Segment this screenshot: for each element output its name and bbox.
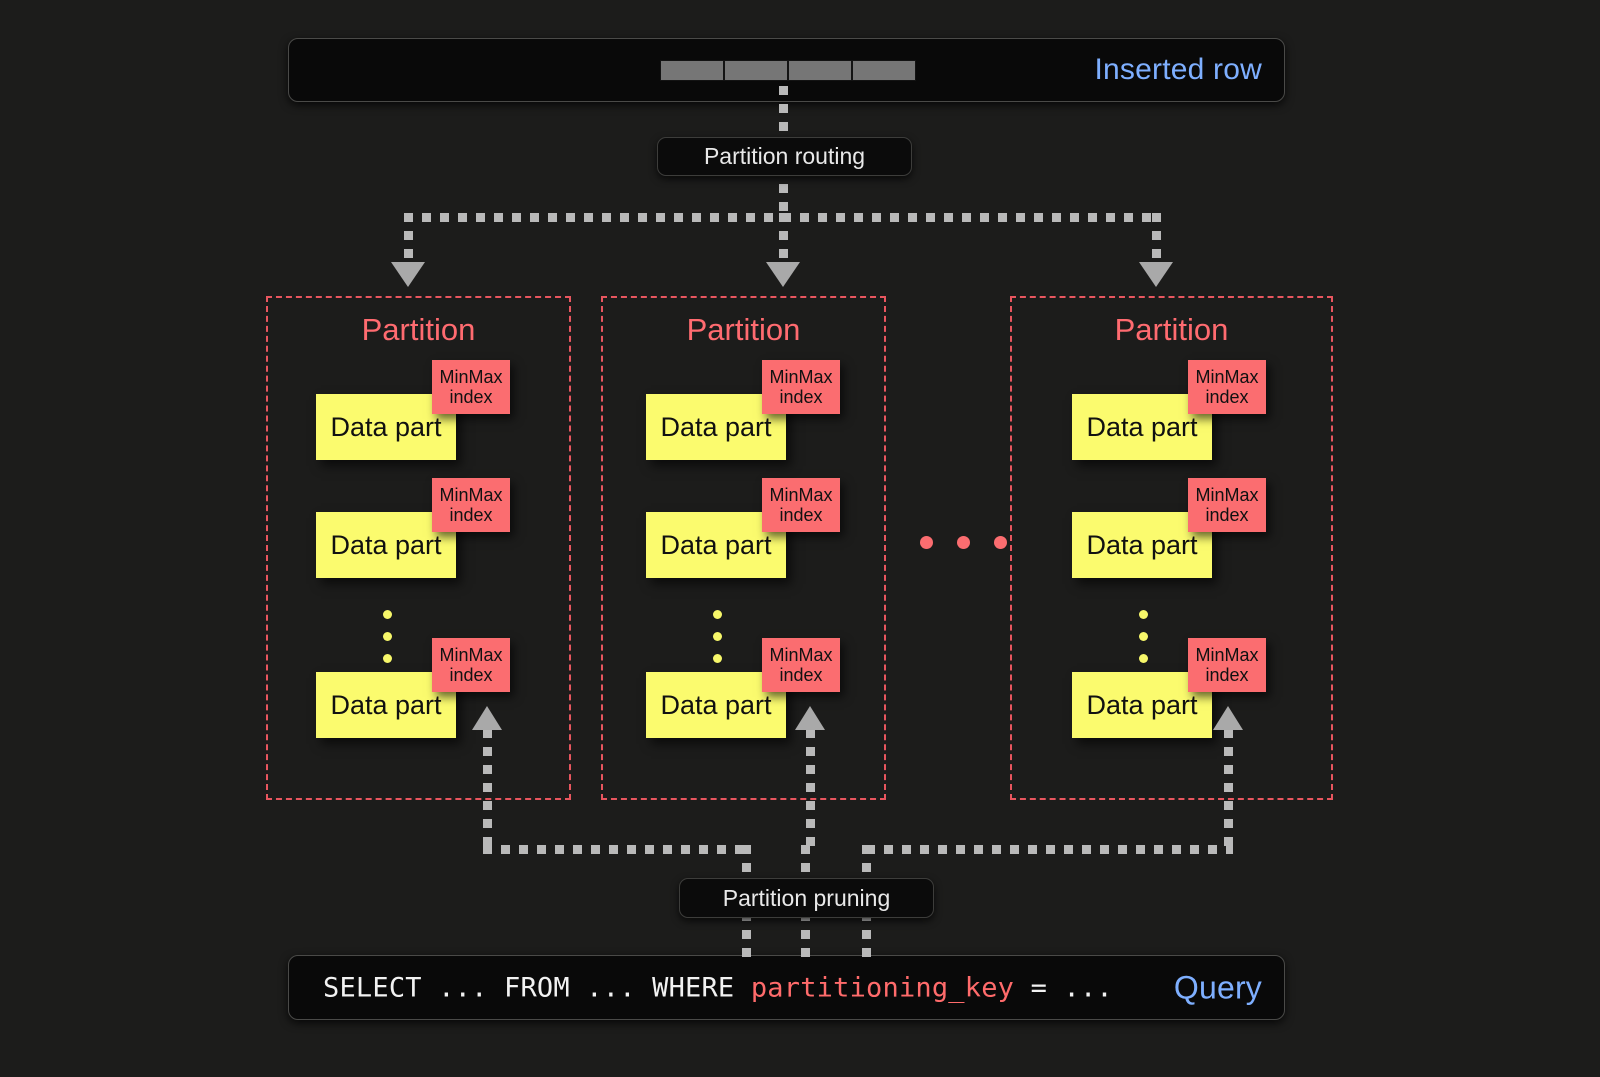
minmax-line-2: index [1205,665,1249,685]
ellipsis-dot [383,632,392,641]
minmax-line-1: MinMax [439,644,503,665]
minmax-line-2: index [779,665,823,685]
row-cell [660,60,724,81]
row-cell [788,60,852,81]
query-sql-text: SELECT ... FROM ... WHERE partitioning_k… [323,972,1113,1003]
connector-drop-partition-3 [1152,213,1161,265]
row-cell [852,60,916,81]
minmax-line-2: index [779,387,823,407]
inserted-row-label: Inserted row [1094,53,1262,86]
partition-routing-box[interactable]: Partition routing [657,137,912,176]
minmax-line-2: index [449,665,493,685]
query-keyword: partitioning_key [750,972,1015,1003]
ellipsis-dot [994,536,1007,549]
ellipsis-dot [713,632,722,641]
connector-pruning-drop-2 [801,845,810,885]
minmax-line-1: MinMax [769,366,833,387]
row-cell [724,60,788,81]
partition-title: Partition [1114,312,1229,347]
query-label: Query [1173,969,1262,1005]
connector-pruning-to-query-2 [801,912,810,958]
vertical-ellipsis-dots [1139,610,1148,663]
connector-pruning-to-query-3 [862,912,871,958]
minmax-line-1: MinMax [769,484,833,505]
ellipsis-dot [1139,632,1148,641]
connector-drop-partition-1 [404,213,413,265]
minmax-line-2: index [449,505,493,525]
minmax-index-box[interactable]: MinMax index [762,478,840,532]
vertical-ellipsis-dots [383,610,392,663]
partition-box-2: Partition Data part MinMax index Data pa… [601,296,886,800]
connector-pruning-stem-2 [806,729,815,850]
partition-pruning-box[interactable]: Partition pruning [679,878,934,918]
minmax-index-box[interactable]: MinMax index [432,478,510,532]
connector-pruning-stem-3 [1224,729,1233,850]
minmax-line-1: MinMax [1195,644,1259,665]
ellipsis-dot [920,536,933,549]
connector-pruning-to-query-1 [742,912,751,958]
data-part-box[interactable]: Data part [316,394,456,460]
minmax-line-2: index [779,505,823,525]
ellipsis-dot [713,654,722,663]
ellipsis-dot [957,536,970,549]
partition-box-3: Partition Data part MinMax index Data pa… [1010,296,1333,800]
connector-routing-to-fanout [779,166,788,222]
arrowhead-pruning-1 [472,706,502,730]
minmax-line-1: MinMax [1195,366,1259,387]
connector-pruning-stem-1 [483,729,492,850]
arrowhead-pruning-2 [795,706,825,730]
ellipsis-dot [383,654,392,663]
arrowhead-partition-3 [1139,262,1173,287]
minmax-line-1: MinMax [769,644,833,665]
connector-pruning-drop-3 [862,845,871,885]
minmax-index-box[interactable]: MinMax index [432,360,510,414]
arrowhead-partition-1 [391,262,425,287]
connector-pruning-bus-right [866,845,1233,854]
ellipsis-dot [383,610,392,619]
arrowhead-partition-2 [766,262,800,287]
vertical-ellipsis-dots [713,610,722,663]
minmax-line-1: MinMax [439,484,503,505]
query-suffix: = ... [1014,972,1113,1003]
minmax-index-box[interactable]: MinMax index [432,638,510,692]
minmax-index-box[interactable]: MinMax index [762,360,840,414]
minmax-line-1: MinMax [439,366,503,387]
arrowhead-pruning-3 [1213,706,1243,730]
query-prefix: SELECT ... FROM ... WHERE [323,972,751,1003]
minmax-index-box[interactable]: MinMax index [1188,478,1266,532]
minmax-line-2: index [1205,505,1249,525]
minmax-line-2: index [1205,387,1249,407]
connector-pruning-drop-1 [742,845,751,885]
minmax-line-1: MinMax [1195,484,1259,505]
partition-box-1: Partition Data part MinMax index Data pa… [266,296,571,800]
ellipsis-dot [1139,654,1148,663]
minmax-index-box[interactable]: MinMax index [1188,360,1266,414]
query-bar: SELECT ... FROM ... WHERE partitioning_k… [288,955,1285,1020]
minmax-index-box[interactable]: MinMax index [1188,638,1266,692]
partition-title: Partition [686,312,801,347]
partition-title: Partition [361,312,476,347]
ellipsis-dot [1139,610,1148,619]
connector-row-to-routing [779,86,788,142]
inserted-row-cells [660,60,916,81]
connector-drop-partition-2 [779,213,788,265]
data-part-box[interactable]: Data part [1072,672,1212,738]
connector-pruning-bus-left [483,845,746,854]
partitions-ellipsis [920,536,1007,549]
ellipsis-dot [713,610,722,619]
minmax-index-box[interactable]: MinMax index [762,638,840,692]
minmax-line-2: index [449,387,493,407]
